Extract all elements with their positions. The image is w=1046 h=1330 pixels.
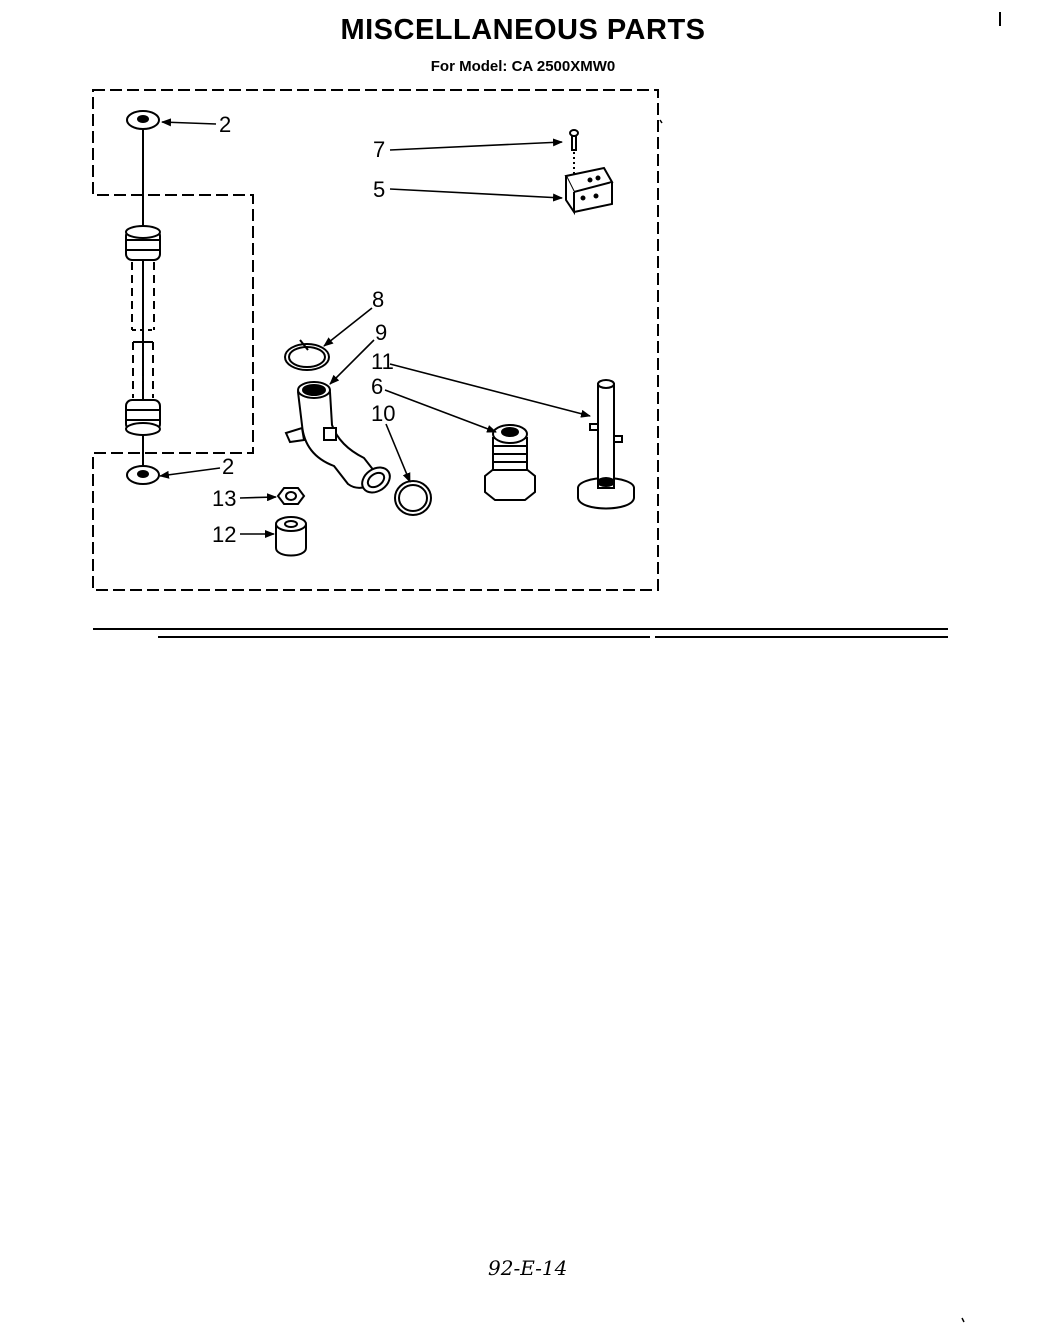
callout-2-top: 2 — [219, 112, 231, 137]
callout-10: 10 — [371, 401, 395, 426]
shock-absorber-icon — [125, 110, 161, 485]
scan-mark — [659, 119, 663, 124]
leveling-leg-icon — [484, 424, 536, 501]
callout-12: 12 — [212, 522, 236, 547]
drain-hose-elbow-icon — [284, 381, 391, 494]
page-footer-code: 92-E-14 — [488, 1256, 568, 1280]
leader-lines — [159, 118, 591, 538]
callout-13: 13 — [212, 486, 236, 511]
separator-lines — [93, 628, 948, 638]
nut-icon — [276, 487, 306, 505]
bracket-icon — [564, 166, 614, 216]
stand-post-icon — [577, 379, 635, 510]
callout-5: 5 — [373, 177, 385, 202]
spacer-icon — [275, 516, 307, 557]
hose-clamp-icon — [394, 480, 432, 516]
model-subtitle: For Model: CA 2500XMW0 — [430, 58, 616, 75]
scan-mark — [961, 1317, 965, 1323]
callout-2-bottom: 2 — [222, 454, 234, 479]
callout-7: 7 — [373, 137, 385, 162]
page-title: MISCELLANEOUS PARTS — [340, 14, 706, 46]
group-outline — [92, 89, 659, 591]
callout-6: 6 — [371, 374, 383, 399]
callout-9: 9 — [375, 320, 387, 345]
callout-11: 11 — [371, 349, 394, 374]
screw-icon — [569, 129, 579, 178]
callout-8: 8 — [372, 287, 384, 312]
clamp-icon — [284, 339, 330, 371]
